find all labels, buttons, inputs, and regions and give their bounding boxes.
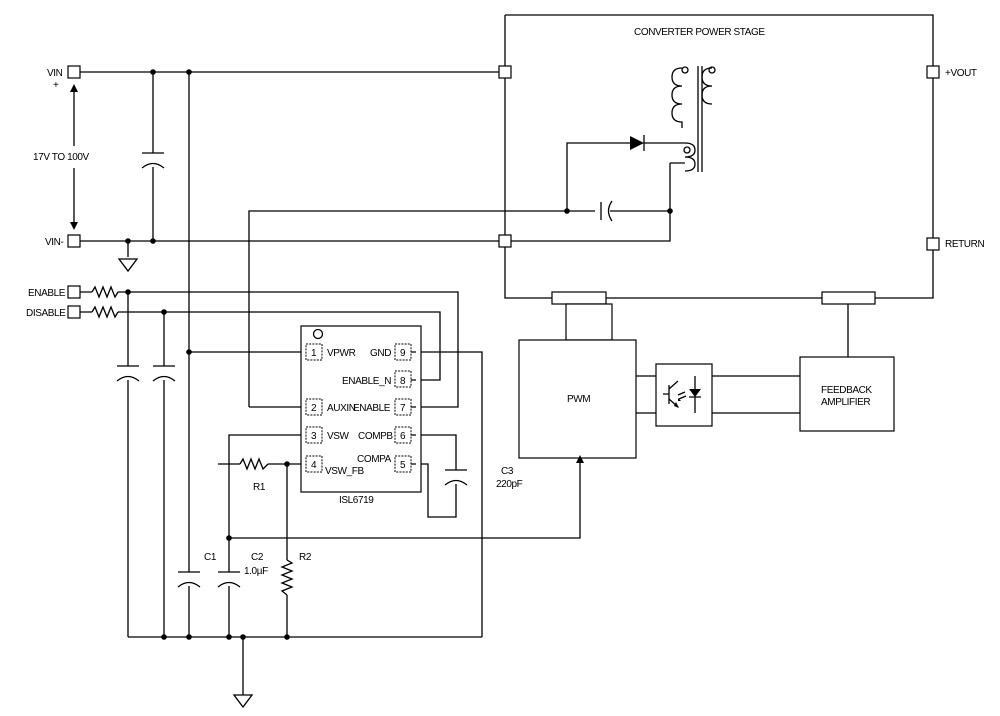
pin-3-number: 3 <box>311 431 317 442</box>
pin-9-label: GND <box>370 348 391 359</box>
ground-icon <box>232 694 254 709</box>
output-diode-symbol <box>630 135 645 151</box>
voltage-range-label: 17V TO 100V <box>33 152 90 163</box>
input-terminals: VIN + VIN- 17V TO 100V ENABLE DISABLE <box>26 65 90 319</box>
ground-icon <box>117 258 139 273</box>
junction-dots <box>125 69 673 640</box>
pwm-input-arrow <box>576 455 584 463</box>
capacitor-c1 <box>177 571 201 588</box>
disable-capacitor <box>152 365 176 382</box>
converter-power-stage-block: CONVERTER POWER STAGE <box>498 14 940 305</box>
c3-label: C3 <box>501 466 514 477</box>
pin-7-number: 7 <box>400 403 406 414</box>
pin-2-label: AUXIN <box>327 403 356 414</box>
pin-6-label: COMPB <box>358 431 393 442</box>
input-bulk-capacitor <box>141 152 165 169</box>
pin-1-number: 1 <box>311 348 317 359</box>
pin-2-number: 2 <box>311 403 317 414</box>
r2-label: R2 <box>299 552 312 563</box>
pwm-block: PWM <box>518 303 637 459</box>
vin-minus-label: VIN- <box>45 237 63 248</box>
pin-6-number: 6 <box>400 431 406 442</box>
vin-plus-label: VIN <box>47 68 63 79</box>
plus-sign: + <box>53 80 59 91</box>
c1-label: C1 <box>204 552 217 563</box>
pin-9-number: 9 <box>400 348 406 359</box>
resistor-r1 <box>239 457 269 471</box>
chip-name: ISL6719 <box>339 495 374 506</box>
pin-3-label: VSW <box>327 431 350 442</box>
pin-5-label: COMPA <box>357 454 392 465</box>
optocoupler-symbol <box>655 363 713 427</box>
c2-value: 1.0µF <box>244 566 268 577</box>
resistor-r2 <box>280 559 294 596</box>
power-stage-title: CONVERTER POWER STAGE <box>634 27 765 38</box>
pin-1-label: VPWR <box>327 348 356 359</box>
enable-capacitor <box>116 365 140 382</box>
enable-resistor <box>91 285 119 299</box>
wires <box>79 71 849 695</box>
disable-label: DISABLE <box>26 308 66 319</box>
capacitor-c2 <box>217 571 241 588</box>
feedback-label-line2: AMPLIFIER <box>821 397 870 408</box>
pwm-label: PWM <box>567 394 590 405</box>
component-labels: R1 R2 C1 C2 1.0µF C3 220pF <box>204 466 523 577</box>
pin-5-number: 5 <box>400 460 406 471</box>
vout-label: +VOUT <box>945 68 977 79</box>
c3-value: 220pF <box>496 479 523 490</box>
capacitor-c3 <box>444 469 468 486</box>
feedback-amplifier-block: FEEDBACK AMPLIFIER <box>799 356 895 432</box>
c2-label: C2 <box>251 552 264 563</box>
pin-4-label: VSW_FB <box>325 466 364 477</box>
enable-label: ENABLE <box>28 288 66 299</box>
return-label: RETURN <box>945 239 984 250</box>
power-stage-capacitor <box>600 200 613 222</box>
pin-4-number: 4 <box>311 460 317 471</box>
pin-8-label: ENABLE_N <box>342 376 391 387</box>
pin-7-label: ENABLE <box>353 403 391 414</box>
r1-label: R1 <box>253 482 266 493</box>
feedback-label-line1: FEEDBACK <box>821 385 872 396</box>
isl6719-chip: 1 VPWR 2 AUXIN 3 VSW 4 VSW_FB 5 COMPA 6 … <box>300 325 422 506</box>
disable-resistor <box>91 305 119 319</box>
pin-8-number: 8 <box>400 376 406 387</box>
transformer-symbol <box>670 66 716 172</box>
